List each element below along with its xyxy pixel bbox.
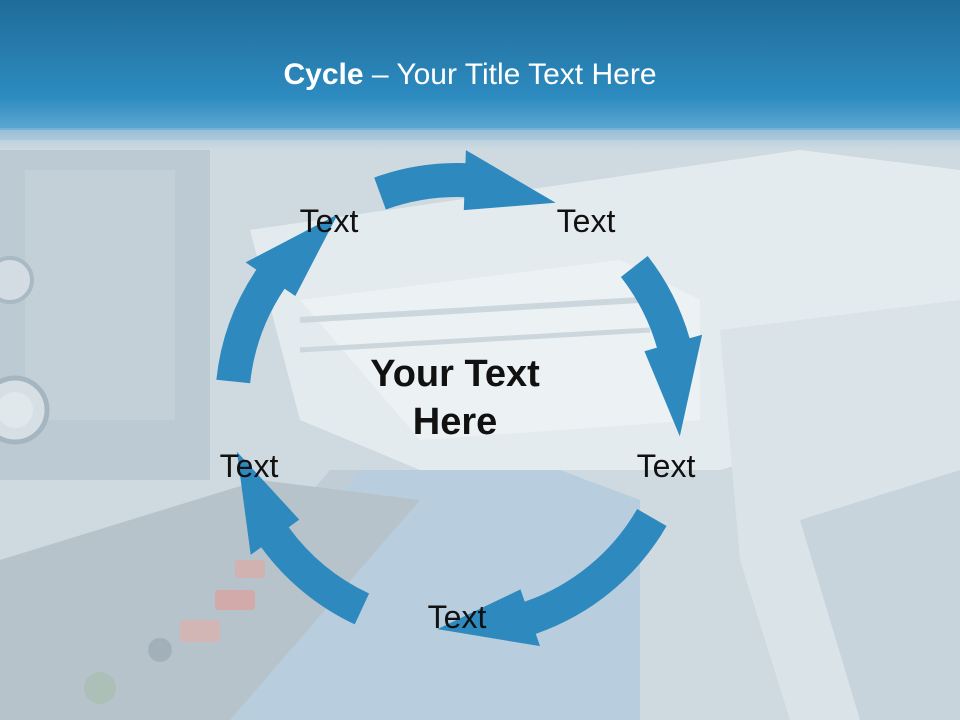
center-text-line1: Your Text: [370, 353, 540, 395]
cycle-label-5: Text: [219, 448, 279, 484]
center-text-line2: Here: [412, 401, 498, 443]
cycle-arrow-3: [437, 509, 667, 647]
cycle-arrow-4: [236, 451, 370, 625]
cycle-label-3: Text: [636, 448, 696, 484]
slide-title: Cycle – Your Title Text Here: [0, 55, 940, 95]
cycle-label-4: Text: [427, 599, 487, 635]
cycle-arrow-1: [374, 150, 556, 211]
center-text: Your Text Here: [325, 350, 585, 446]
cycle-arrow-5: [216, 214, 338, 384]
cycle-label-2: Text: [556, 203, 616, 239]
cycle-arrow-2: [620, 256, 703, 437]
title-rest: – Your Title Text Here: [363, 58, 657, 91]
title-bold: Cycle: [283, 58, 364, 91]
cycle-label-1: Text: [299, 203, 359, 239]
